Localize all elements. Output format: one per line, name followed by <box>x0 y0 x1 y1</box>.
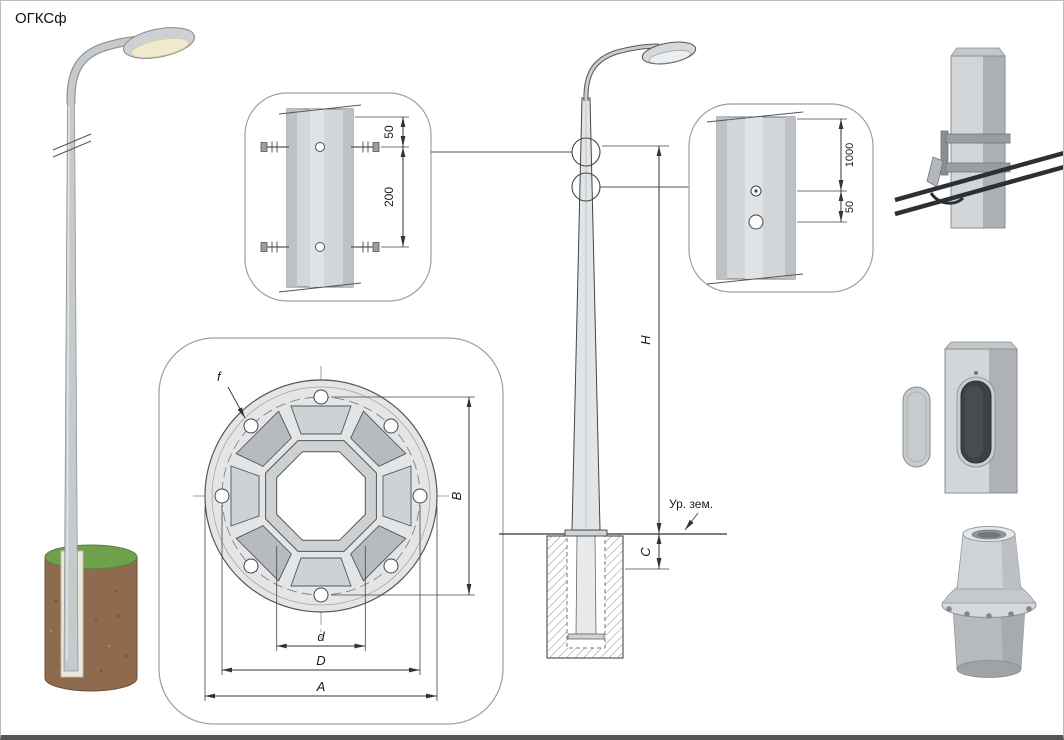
dim-200-label: 200 <box>382 187 396 207</box>
pole-cap <box>944 341 1018 350</box>
pole-cap <box>950 47 1006 57</box>
dim-D-label: D <box>316 653 325 668</box>
embedded-flange <box>567 633 605 640</box>
dim-H-label: H <box>638 335 653 345</box>
clamp-band-upper <box>945 133 1011 144</box>
tube-bore-deep <box>977 532 1001 538</box>
flange-rim-line <box>211 386 431 606</box>
octagon-hole <box>276 451 366 541</box>
latch-dot <box>974 371 978 375</box>
access-door-render <box>902 341 1018 494</box>
flange-bolt-holes <box>214 389 428 603</box>
facet-highlight <box>310 109 324 287</box>
dim-d-label: d <box>317 629 325 644</box>
cable-clamp-render <box>894 47 1063 229</box>
dim-50-label: 50 <box>382 125 396 139</box>
ground-level-label: Ур. зем. <box>669 497 713 511</box>
foundation-cylinder <box>44 557 138 692</box>
flange-bolts <box>946 606 1032 619</box>
luminaire <box>123 27 195 59</box>
pole-highlight <box>66 105 70 662</box>
f-leader <box>227 386 246 419</box>
base-flange-render <box>941 526 1037 678</box>
clamp-bolts-lower <box>260 241 380 253</box>
break-marks <box>278 104 362 293</box>
ext-lines-B <box>331 396 475 596</box>
pole-elevation: H C Ур. зем. <box>431 41 727 659</box>
facet-shade-left <box>717 117 727 279</box>
embedded-shaft <box>575 535 597 635</box>
clamp-bolts-upper <box>260 141 380 153</box>
holes-detail-callout: 1000 50 <box>688 103 874 293</box>
facet-shade-left <box>287 109 297 287</box>
break-marks <box>706 111 804 285</box>
dim-B-label: B <box>449 491 464 500</box>
skirt-bottom <box>956 660 1022 678</box>
ext-lines-A <box>204 506 438 701</box>
wedge-clamp <box>926 156 944 188</box>
skirt-shade <box>1001 607 1025 669</box>
facet-shade-right <box>785 117 795 279</box>
door-cover-plate <box>902 386 931 468</box>
ext-lines-D <box>221 505 421 675</box>
pole-shaft <box>63 100 79 672</box>
mount-hole-lower <box>315 242 325 252</box>
dim-C-label: C <box>638 547 653 557</box>
facet-shade-right <box>343 109 353 287</box>
cone-flare <box>942 586 1036 604</box>
clamp-link <box>940 130 949 176</box>
cable-jumper <box>929 192 965 205</box>
facet-highlight <box>745 117 763 279</box>
ext-lines-d <box>276 546 366 651</box>
tube-shade <box>1001 534 1021 589</box>
cable-entry-hole <box>748 214 764 230</box>
dim-50-label: 50 <box>844 201 856 213</box>
elevation-luminaire <box>641 41 697 65</box>
cable-1 <box>894 150 1063 203</box>
earthing-bolt-center <box>754 189 758 193</box>
door-cover-rim <box>906 391 927 463</box>
mount-hole-upper <box>315 142 325 152</box>
dim-1000-label: 1000 <box>844 143 856 167</box>
door-opening-shade <box>965 386 983 458</box>
flange-gussets <box>230 405 412 587</box>
ground-level-leader <box>684 512 699 531</box>
dim-A-label: A <box>316 679 326 694</box>
elevation-arm <box>584 44 660 102</box>
bracket-detail-callout: 50 200 <box>244 92 432 302</box>
grass-top <box>44 544 138 570</box>
flange-detail-callout: f B d D A <box>158 337 504 725</box>
base-flange-plate <box>564 529 608 537</box>
hole-diameter-label: f <box>217 369 222 384</box>
drawing-title: ОГКСф <box>15 10 67 27</box>
pole-3d-render <box>44 27 195 692</box>
cable-2 <box>894 164 1063 217</box>
break-mark <box>52 133 92 158</box>
pole-outline <box>944 348 1018 494</box>
